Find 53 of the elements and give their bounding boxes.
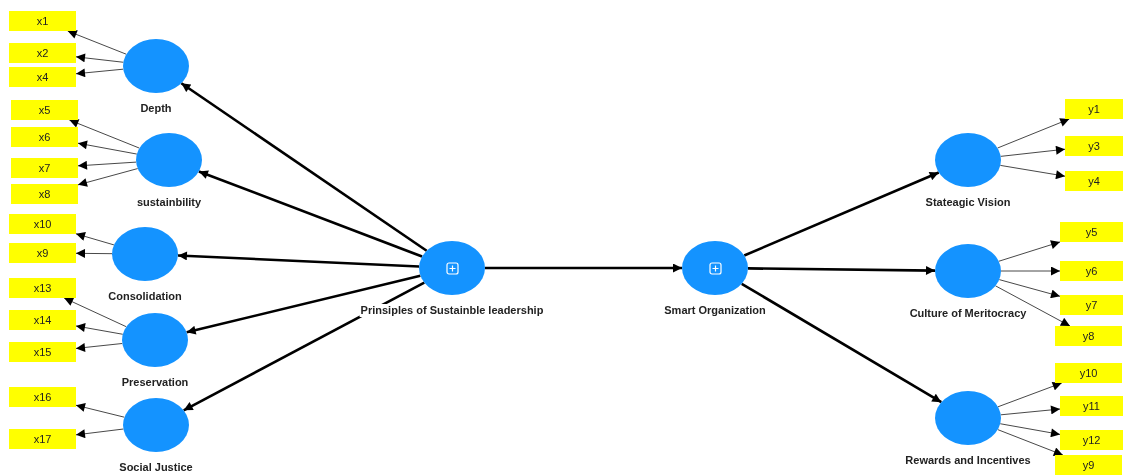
latent-variable-circle [935, 391, 1001, 445]
arrow [741, 282, 942, 404]
arrow [183, 281, 425, 412]
indicator-box: x2 [9, 43, 76, 63]
arrow [743, 171, 940, 257]
indicator-box: y8 [1055, 326, 1122, 346]
indicator-box: x9 [9, 243, 76, 263]
indicator-box: x17 [9, 429, 76, 449]
indicator-box: x4 [9, 67, 76, 87]
node-label: Preservation [120, 376, 190, 389]
node-label: Stateagic Vision [924, 196, 1012, 209]
arrow [186, 274, 421, 335]
node-label: Culture of Meritocracy [908, 307, 1028, 320]
indicator-box: x16 [9, 387, 76, 407]
node-label: Smart Organization [663, 304, 767, 317]
indicator-box: y10 [1055, 363, 1122, 383]
node-label: Rewards and Incentives [904, 454, 1032, 467]
indicator-box: x14 [9, 310, 76, 330]
node-label: Depth [139, 102, 173, 115]
node-label: sustainbility [135, 196, 203, 209]
latent-variable-circle [935, 133, 1001, 187]
indicator-box: x15 [9, 342, 76, 362]
indicator-box: y3 [1065, 136, 1123, 156]
node-label: Consolidation [107, 290, 183, 303]
indicator-box: y11 [1060, 396, 1123, 416]
latent-variable-circle [682, 241, 748, 295]
latent-variable-circle [123, 39, 189, 93]
arrow [177, 251, 420, 268]
latent-variable-circle [935, 244, 1001, 298]
indicator-box: y12 [1060, 430, 1123, 450]
latent-variable-circle [136, 133, 202, 187]
arrow [180, 82, 428, 252]
indicator-box: y4 [1065, 171, 1123, 191]
indicator-box: y7 [1060, 295, 1123, 315]
latent-variable-circle [419, 241, 485, 295]
indicator-box: x1 [9, 11, 76, 31]
latent-variable-circle [123, 398, 189, 452]
indicator-box: x5 [11, 100, 78, 120]
arrow [748, 266, 935, 275]
indicator-box: x8 [11, 184, 78, 204]
indicator-box: y1 [1065, 99, 1123, 119]
indicator-box: x7 [11, 158, 78, 178]
node-label: Prinsiples of Sustainble leadership [359, 304, 545, 317]
indicator-box: x6 [11, 127, 78, 147]
indicator-box: y5 [1060, 222, 1123, 242]
arrow [198, 170, 423, 258]
arrow [485, 263, 682, 273]
indicator-box: x13 [9, 278, 76, 298]
indicator-box: y6 [1060, 261, 1123, 281]
indicator-box: x10 [9, 214, 76, 234]
node-label: Social Justice [118, 461, 194, 474]
indicator-box: y9 [1055, 455, 1122, 475]
latent-variable-circle [122, 313, 188, 367]
